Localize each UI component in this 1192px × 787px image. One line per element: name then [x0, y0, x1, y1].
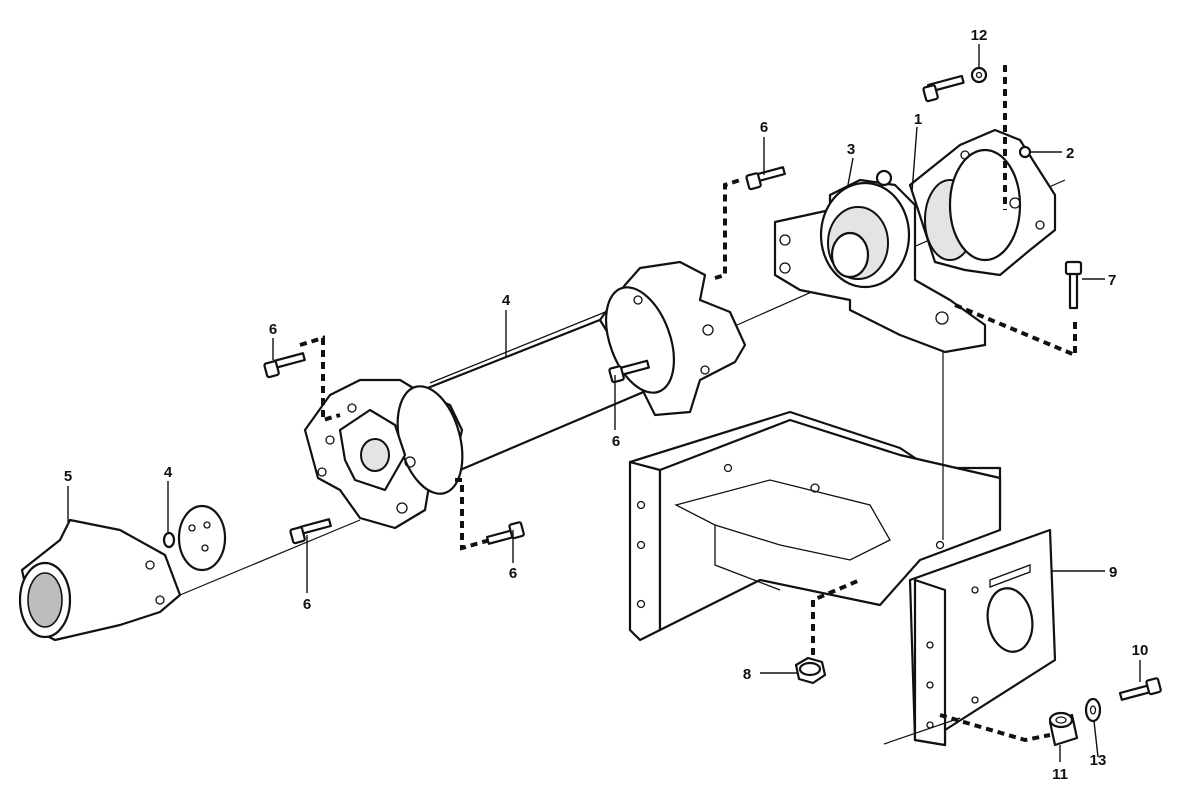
callout-6-center: 6 — [612, 433, 620, 450]
callout-4-shaft: 4 — [502, 292, 511, 309]
callout-2: 2 — [1066, 145, 1074, 162]
bolt-10 — [1118, 677, 1162, 701]
callout-6-bottom: 6 — [509, 565, 517, 582]
callout-3: 3 — [847, 141, 855, 158]
splined-yoke — [18, 518, 182, 642]
bolt-6-lower — [289, 518, 332, 545]
spacer-bushing — [1048, 711, 1079, 747]
flat-washer — [1084, 697, 1102, 723]
rear-flange-yoke — [908, 128, 1057, 277]
callout-1: 1 — [914, 111, 922, 128]
drive-shaft — [303, 260, 747, 530]
bolt-7 — [1064, 260, 1083, 310]
callout-7: 7 — [1108, 272, 1116, 289]
mounting-bracket — [628, 410, 1057, 747]
thrust-washer — [162, 504, 227, 572]
callout-4-washer: 4 — [164, 464, 173, 481]
callout-13: 13 — [1090, 752, 1107, 769]
bolt-6-center — [608, 359, 650, 384]
pillow-block-bearing — [773, 169, 987, 354]
flange-nut — [794, 656, 827, 685]
callout-labels: 12 1 2 3 6 7 4 6 6 5 4 6 6 9 8 10 11 13 — [64, 27, 1149, 783]
bolt-6-bottom — [485, 521, 525, 545]
bolt-6-top — [745, 166, 786, 191]
callout-9: 9 — [1109, 564, 1117, 581]
callout-8: 8 — [743, 666, 751, 683]
bolt-6-left — [263, 352, 306, 379]
callout-10: 10 — [1132, 642, 1149, 659]
callout-11: 11 — [1052, 766, 1068, 783]
callout-6-lower: 6 — [303, 596, 311, 613]
leader-lines — [67, 44, 1141, 762]
callout-12: 12 — [971, 27, 988, 44]
callout-6-top: 6 — [760, 119, 768, 136]
callout-6-left: 6 — [269, 321, 277, 338]
callout-5: 5 — [64, 468, 72, 485]
bolt-12 — [922, 66, 988, 103]
assembly-paths — [299, 65, 1077, 743]
